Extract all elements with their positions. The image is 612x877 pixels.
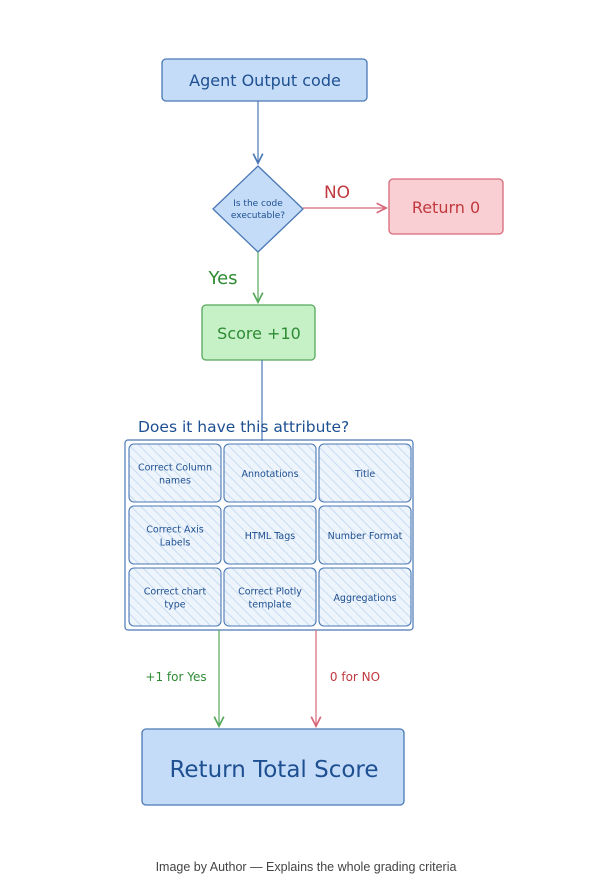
attributes-heading: Does it have this attribute? [138,418,349,436]
attribute-cell-label: Annotations [241,469,298,480]
attribute-cell-label: Number Format [328,531,403,542]
decision-node: Is the code executable? [212,165,304,253]
attribute-cell-label: HTML Tags [245,531,296,542]
attribute-cell: Title [318,443,412,503]
decision-label-line1: Is the code [233,199,283,209]
score-label: Score +10 [217,324,301,343]
total-score-node: Return Total Score [141,728,405,806]
return-zero-label: Return 0 [412,198,480,217]
attribute-cell-label: Correct chart [144,587,207,598]
yes-branch-label: Yes [207,268,237,289]
attribute-cell-label: Correct Axis [146,525,203,536]
attribute-cell: Correct Column names [128,443,222,503]
attribute-cell-label: Correct Plotly [238,587,302,598]
attribute-cell: Aggregations [318,567,412,627]
attribute-cell-label: Title [354,469,376,480]
return-zero-node: Return 0 [388,178,504,235]
attribute-cell-label: Aggregations [333,593,396,604]
attribute-cell: Number Format [318,505,412,565]
score-node: Score +10 [201,304,316,361]
decision-label-line2: executable? [231,211,285,221]
attribute-cell-label: Labels [160,538,191,549]
attribute-cell-label: template [249,600,292,611]
attribute-cell: Correct Plotly template [223,567,317,627]
plus-one-label: +1 for Yes [145,670,206,684]
no-branch-label: NO [324,183,350,203]
attribute-cell-label: names [159,476,191,487]
attribute-cell-label: type [164,600,185,611]
attribute-cell: Correct chart type [128,567,222,627]
attribute-cell: HTML Tags [223,505,317,565]
figure-caption: Image by Author — Explains the whole gra… [155,860,457,874]
total-score-label: Return Total Score [169,757,378,783]
attribute-cell-label: Correct Column [138,463,212,474]
attributes-grid [124,439,414,631]
start-node: Agent Output code [161,58,368,102]
start-node-label: Agent Output code [189,71,341,90]
zero-for-no-label: 0 for NO [330,670,380,684]
attribute-cell: Annotations [223,443,317,503]
